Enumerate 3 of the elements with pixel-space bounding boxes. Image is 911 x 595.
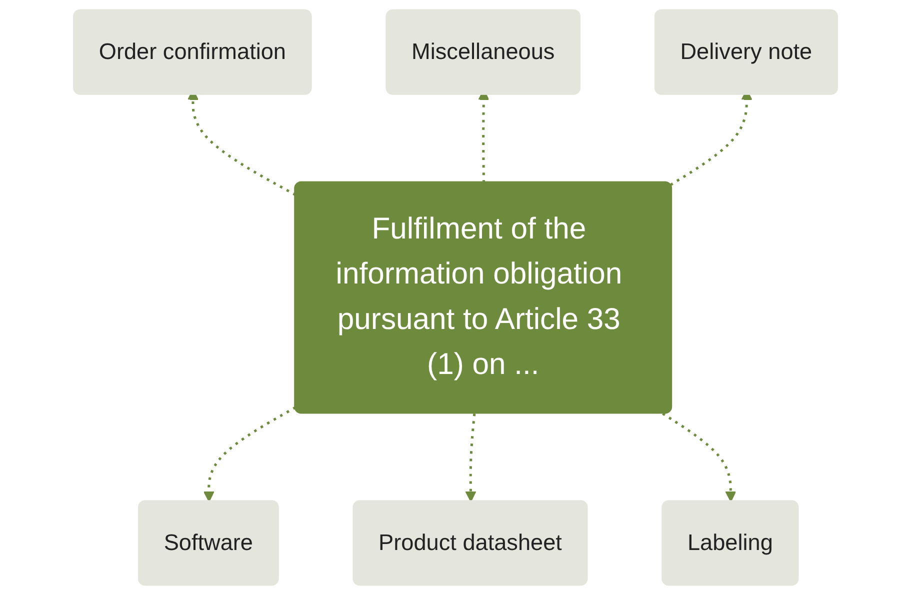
arrow bbox=[465, 414, 476, 502]
arrow bbox=[662, 412, 736, 502]
arrow bbox=[203, 406, 296, 502]
